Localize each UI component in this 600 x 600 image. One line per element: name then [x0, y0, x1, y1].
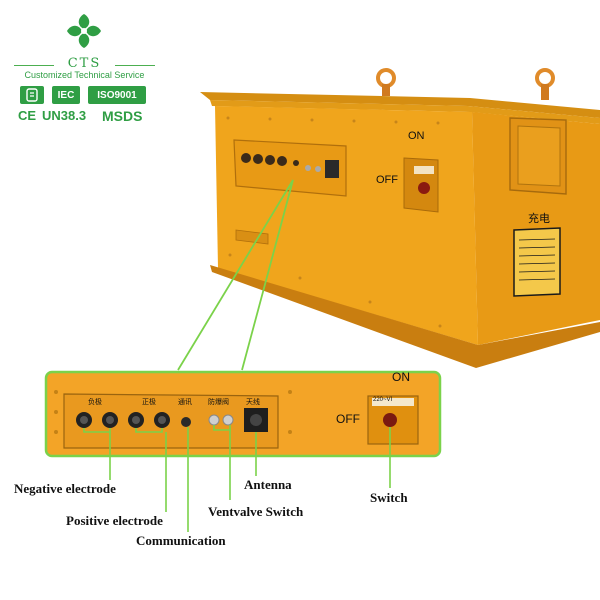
- safety-cert-badge: [20, 86, 44, 104]
- callout-line-right: [241, 179, 294, 371]
- charge-label: 充电: [528, 213, 550, 225]
- front-port-panel: [233, 139, 347, 197]
- callout-positive-electrode: Positive electrode: [66, 513, 163, 528]
- port-label-negative: 负极: [88, 399, 102, 406]
- lifting-ring-left: [376, 68, 396, 96]
- cts-emblem-icon: [67, 14, 101, 48]
- ventvalve-switches: [208, 414, 234, 426]
- un383-mark: UN38.3: [42, 108, 87, 123]
- port-label-ventvalve: 防爆阀: [208, 399, 229, 406]
- brand-name: CTS: [67, 56, 102, 71]
- iec-badge: IEC: [52, 86, 80, 104]
- battery-lid-edge: [200, 92, 600, 118]
- front-rivets: [226, 116, 442, 328]
- safety-cert-icon: [26, 88, 38, 102]
- positive-ports: [128, 412, 170, 428]
- callout-ventvalve-switch: Ventvalve Switch: [208, 504, 304, 519]
- iso9001-badge: ISO9001: [88, 86, 146, 104]
- antenna-port: [244, 408, 268, 432]
- callout-switch: Switch: [370, 490, 408, 505]
- callout-line-left: [177, 179, 294, 371]
- port-label-communication: 通讯: [178, 399, 192, 406]
- brand-divider-right: [115, 65, 155, 66]
- lifting-ring-right: [535, 68, 555, 100]
- front-ports: [241, 153, 339, 178]
- zoom-switch-plate: [372, 398, 414, 406]
- callout-communication: Communication: [136, 533, 226, 548]
- callout-negative-electrode: Negative electrode: [14, 481, 116, 496]
- port-label-positive: 正极: [142, 399, 156, 406]
- battery-lid-top: [210, 100, 600, 124]
- communication-port: [181, 417, 191, 427]
- callout-antenna: Antenna: [244, 477, 292, 492]
- panel-switch-on-label: ON: [392, 370, 410, 384]
- side-switch-plate: [414, 166, 434, 174]
- side-switch-knob: [418, 182, 430, 194]
- warning-label-text-lines: [518, 238, 556, 281]
- msds-mark: MSDS: [102, 108, 143, 124]
- side-inspection-door-inner: [517, 125, 561, 187]
- zoom-panel-rivets: [54, 390, 292, 434]
- cts-logo: CTS Customized Technical Service IEC ISO…: [12, 10, 157, 130]
- zoom-switch-knob: [383, 413, 397, 427]
- brand-tagline: Customized Technical Service: [24, 70, 145, 80]
- negative-ports: [76, 412, 118, 428]
- box-switch-on-label: ON: [408, 130, 425, 142]
- panel-switch-off-label: OFF: [336, 412, 360, 426]
- warning-label: [513, 227, 561, 297]
- ce-mark: CE: [18, 108, 37, 123]
- battery-base: [210, 265, 600, 368]
- panel-switch-plate-text: 220~VI: [373, 397, 393, 403]
- port-label-antenna: 天线: [246, 399, 260, 406]
- brand-divider-left: [14, 65, 54, 66]
- zoom-port-recess: [63, 393, 279, 449]
- box-switch-off-label: OFF: [376, 174, 398, 186]
- callout-leader-lines: [83, 425, 391, 532]
